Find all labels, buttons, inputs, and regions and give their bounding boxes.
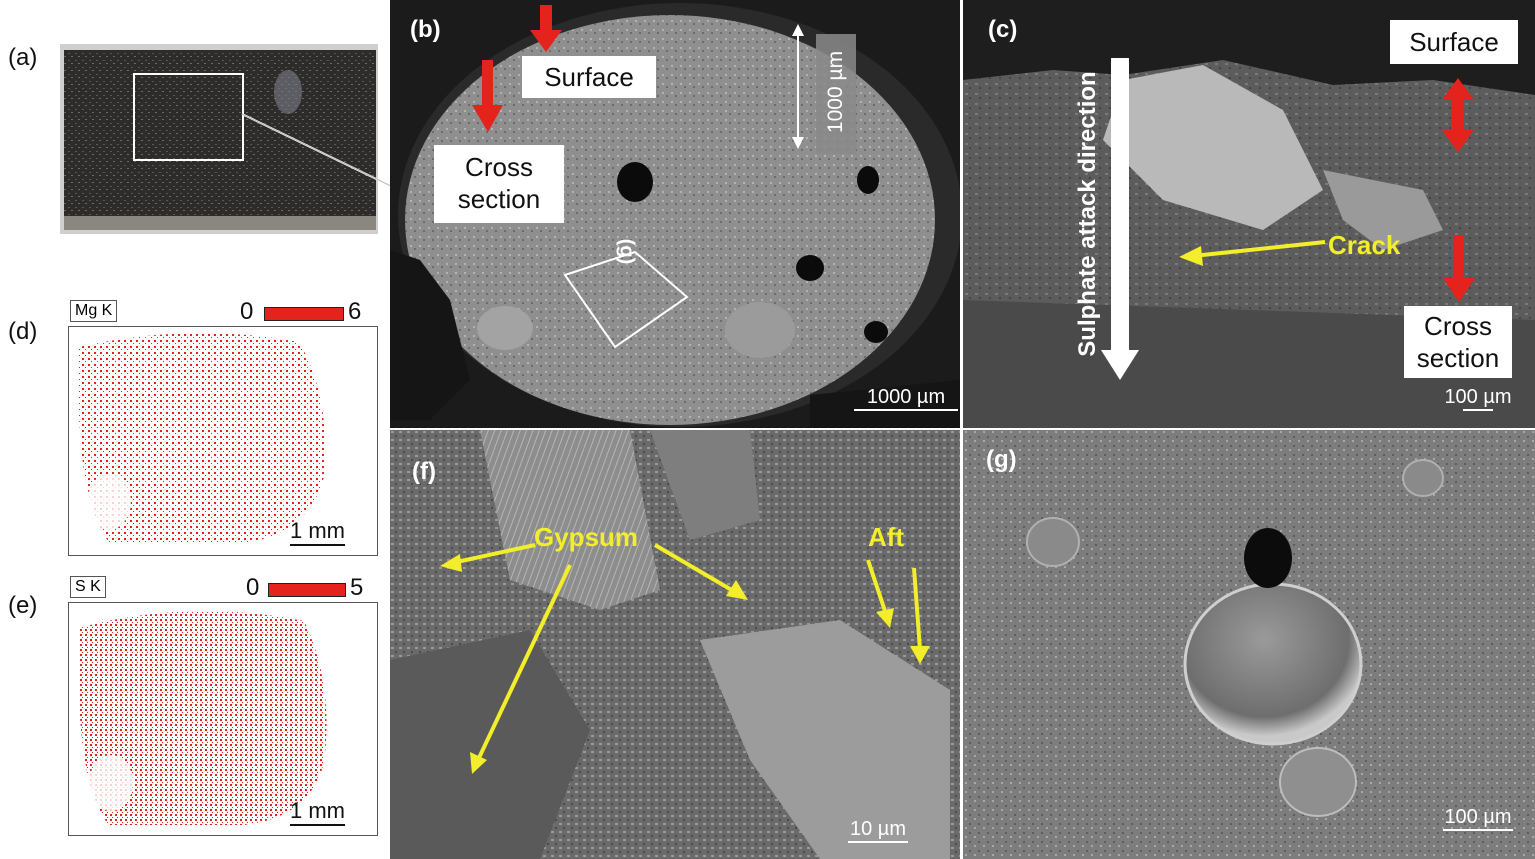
mg-legend-max: 6 — [348, 298, 362, 325]
scale-bar-f-text: 10 µm — [850, 818, 906, 840]
mg-dots — [78, 333, 326, 542]
scale-bar-g: 100 µm — [1430, 806, 1526, 831]
surface-label-b: Surface — [522, 56, 656, 98]
sulphate-direction-label: Sulphate attack direction — [1074, 71, 1101, 357]
panel-c-label: (c) — [988, 16, 1018, 43]
mg-map — [68, 326, 378, 556]
cross-section-c-line2: section — [1416, 343, 1500, 373]
scale-bar-c-text: 100 µm — [1444, 386, 1512, 408]
s-tag: S K — [70, 576, 106, 598]
crack-label: Crack — [1328, 230, 1401, 260]
mg-legend-bar — [264, 307, 344, 321]
mg-scale-text: 1 mm — [290, 518, 345, 543]
scale-bar-b: 1000 µm — [852, 386, 960, 411]
s-scale-text: 1 mm — [290, 798, 345, 823]
panel-f-label: (f) — [412, 458, 436, 485]
sample-photo — [60, 44, 378, 234]
aft-label: Aft — [868, 522, 905, 552]
panel-b-label: (b) — [410, 16, 441, 43]
inset-g-label: (g) — [615, 238, 638, 265]
cross-section-line2: section — [457, 184, 541, 214]
mg-legend-min: 0 — [240, 298, 254, 325]
panel-g-label: (g) — [986, 446, 1017, 473]
scale-bar-f: 10 µm — [838, 818, 918, 843]
s-dots — [78, 611, 327, 826]
depth-scale-label: 1000 µm — [824, 50, 847, 134]
scale-bar-g-text: 100 µm — [1444, 806, 1512, 828]
panel-d-label: (d) — [8, 318, 38, 345]
cross-section-c-line1: Cross — [1424, 311, 1492, 341]
sem-panel-g — [963, 430, 1535, 859]
s-scale: 1 mm — [290, 798, 345, 826]
scale-bar-b-text: 1000 µm — [866, 386, 946, 408]
scale-bar-c: 100 µm — [1430, 386, 1526, 411]
depth-scale-bg — [816, 34, 856, 154]
mg-scale: 1 mm — [290, 518, 345, 546]
sem-panel-f — [390, 430, 960, 859]
s-legend-min: 0 — [246, 574, 260, 601]
cross-section-label-b: Cross section — [434, 145, 564, 223]
s-map — [68, 602, 378, 836]
surface-label-c: Surface — [1390, 20, 1518, 64]
sem-panel-c — [963, 0, 1535, 428]
mg-tag: Mg K — [70, 300, 118, 322]
panel-a-label: (a) — [8, 44, 38, 71]
cross-section-line1: Cross — [465, 152, 533, 182]
s-legend-max: 5 — [350, 574, 364, 601]
cross-section-label-c: Cross section — [1404, 306, 1512, 378]
gypsum-label: Gypsum — [534, 522, 639, 552]
panel-e-label: (e) — [8, 592, 38, 619]
s-legend-bar — [268, 583, 346, 597]
